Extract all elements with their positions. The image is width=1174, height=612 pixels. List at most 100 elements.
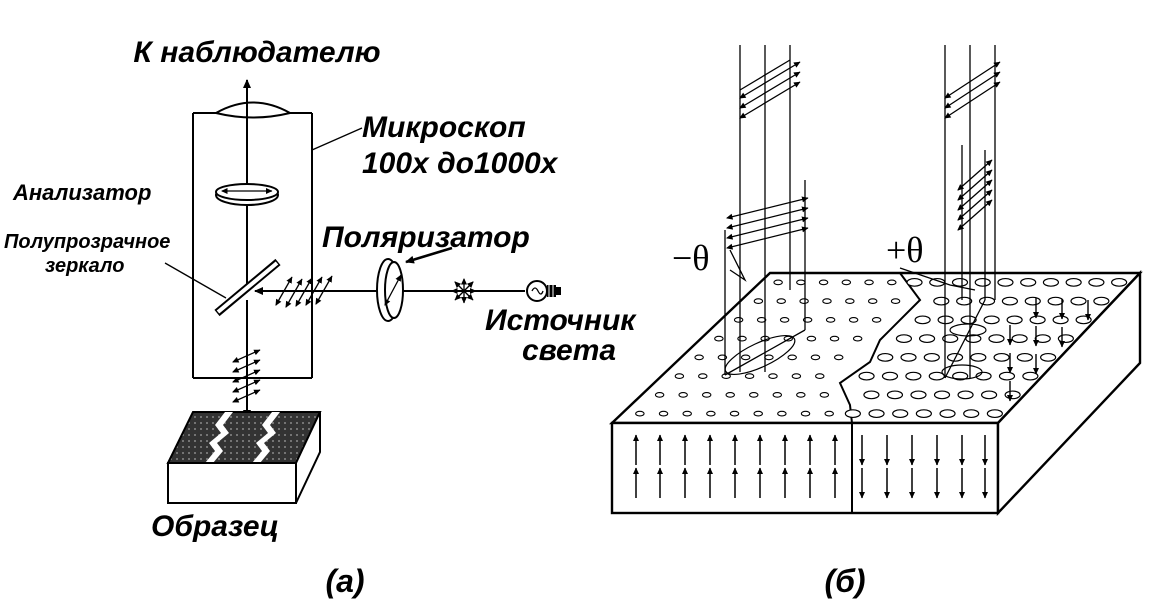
surface-dot xyxy=(772,392,783,398)
beam-right-polarization-arrows-top xyxy=(944,61,1001,119)
surface-dot xyxy=(957,390,974,400)
surface-dot xyxy=(1093,296,1110,306)
polarization-arrows-vertical xyxy=(232,349,261,403)
surface-dot xyxy=(829,335,840,342)
light-bulb-icon xyxy=(526,280,561,302)
surface-dot xyxy=(1024,296,1041,306)
surface-dot xyxy=(796,279,806,286)
surface-dot xyxy=(815,373,825,379)
analyzer-label: Анализатор xyxy=(12,180,151,205)
unpolarized-light-star xyxy=(451,278,477,304)
surface-dot xyxy=(733,317,744,323)
surface-dot xyxy=(864,279,874,286)
surface-dot xyxy=(749,392,759,398)
surface-dot xyxy=(833,354,844,361)
surface-dot xyxy=(939,409,956,419)
polarizer-label: Поляризатор xyxy=(322,221,530,254)
magnetization-arrows-front xyxy=(633,434,988,499)
surface-dot xyxy=(871,317,882,323)
surface-dot xyxy=(892,409,909,419)
surface-dot xyxy=(933,390,951,400)
surface-dot xyxy=(1088,277,1105,287)
surface-dot xyxy=(714,335,724,342)
surface-dot xyxy=(970,352,987,362)
surface-dot xyxy=(1111,277,1128,287)
surface-dot xyxy=(764,354,774,361)
surface-dot xyxy=(845,298,855,304)
surface-dot xyxy=(858,371,875,381)
panel-b: −θ +θ (б) xyxy=(608,45,1143,599)
surface-dot xyxy=(1020,277,1037,287)
surface-dot xyxy=(822,298,832,304)
magnetization-arrows-side xyxy=(1007,298,1091,402)
surface-dot xyxy=(867,298,878,304)
surface-dot xyxy=(895,334,913,344)
half-silvered-mirror xyxy=(214,258,281,317)
surface-dot xyxy=(819,392,830,398)
surface-dot xyxy=(654,392,665,398)
microscope-label-line2: 100x до1000x xyxy=(362,147,559,180)
surface-dot xyxy=(818,279,829,286)
surface-dot xyxy=(848,317,859,323)
surface-dot xyxy=(910,390,927,400)
analyzer xyxy=(215,183,279,206)
surface-dot xyxy=(956,296,973,306)
surface-dot xyxy=(1047,296,1064,306)
surface-dot xyxy=(877,352,894,362)
surface-dot xyxy=(694,354,704,361)
surface-dot xyxy=(998,371,1016,381)
surface-dot xyxy=(777,410,787,417)
surface-dot xyxy=(1065,277,1082,287)
surface-dot xyxy=(980,390,998,400)
surface-dot xyxy=(725,392,735,398)
surface-dot xyxy=(887,279,897,286)
surface-dot xyxy=(1016,352,1033,362)
surface-dot xyxy=(1075,315,1092,325)
surface-dot xyxy=(810,354,821,361)
surface-dot xyxy=(1004,390,1021,400)
surface-dot xyxy=(756,317,767,323)
surface-dot xyxy=(983,315,1000,325)
surface-dot xyxy=(890,298,901,304)
surface-dot xyxy=(975,371,992,381)
crystal-slab xyxy=(608,269,1143,517)
beam-left-polarization-arrows-mid xyxy=(726,196,809,250)
polarizer-pointer-arrow xyxy=(405,246,453,264)
surface-dot xyxy=(825,317,836,323)
surface-dot xyxy=(886,390,904,400)
surface-dot xyxy=(744,373,755,379)
surface-dot xyxy=(933,296,950,306)
observer-label: К наблюдателю xyxy=(133,36,380,69)
surface-dot xyxy=(928,371,945,381)
surface-dot xyxy=(787,354,797,361)
surface-dot xyxy=(1034,334,1051,344)
surface-dot xyxy=(841,279,852,286)
surface-dot xyxy=(773,279,783,286)
mirror-label-line2: зеркало xyxy=(45,255,124,277)
mirror-label-line1: Полупрозрачное xyxy=(4,231,170,253)
surface-dot xyxy=(986,409,1003,419)
surface-dot xyxy=(963,409,980,419)
surface-dot xyxy=(1040,352,1057,362)
source-label-line2: света xyxy=(522,334,616,367)
surface-dot xyxy=(737,335,747,342)
surface-dot xyxy=(1011,334,1028,344)
surface-dot xyxy=(776,298,786,304)
surface-dot xyxy=(974,277,991,287)
minus-theta-label: −θ xyxy=(672,238,710,278)
surface-dot xyxy=(658,410,669,417)
surface-dot xyxy=(796,392,806,398)
surface-dot xyxy=(852,335,863,342)
surface-dot xyxy=(768,373,778,379)
surface-dot xyxy=(997,277,1014,287)
surface-dot xyxy=(868,409,885,419)
surface-dot xyxy=(844,409,861,419)
surface-dot xyxy=(1001,296,1019,306)
sample-block xyxy=(166,411,322,504)
surface-dots-right-domain xyxy=(844,277,1128,419)
surface-dot xyxy=(740,354,751,361)
surface-dot xyxy=(863,390,880,400)
mirror-leader-line xyxy=(164,262,227,299)
microscope-label-line1: Микроскоп xyxy=(362,111,526,144)
surface-dot xyxy=(915,409,932,419)
